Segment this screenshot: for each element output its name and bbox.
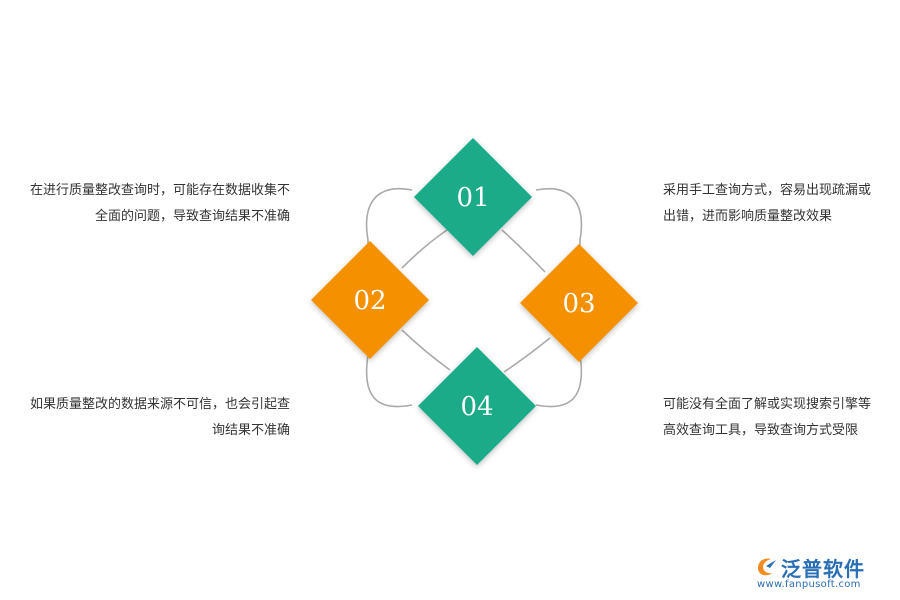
item-04-line-1: 可能没有全面了解或实现搜索引擎等 [663, 397, 872, 412]
connector-inner-top-right [501, 229, 546, 273]
diamond-04-number: 04 [460, 392, 493, 422]
diamond-02-number: 02 [353, 286, 386, 316]
logo-name: 泛普软件 [781, 557, 865, 581]
diamond-03-shape [520, 244, 638, 362]
connector-inner-bottom-left [401, 329, 451, 371]
item-01-line-2: 全面的问题，导致查询结果不准确 [94, 209, 290, 224]
item-03-line-2: 出错，进而影响质量整改效果 [663, 209, 833, 224]
connector-inner-bottom-right [503, 337, 551, 373]
diamond-04-shape [418, 347, 536, 465]
diamond-01-shape [414, 138, 532, 256]
connector-loop-bottom-left [365, 354, 413, 408]
item-02-description: 如果质量整改的数据来源不可信，也会引起查 询结果不准确 [0, 392, 290, 444]
connector-loops [365, 187, 583, 408]
item-04-description: 可能没有全面了解或实现搜索引擎等 高效查询工具，导致查询方式受限 [663, 392, 898, 444]
connector-loop-top-right [535, 187, 583, 246]
diamond-03: 03 [520, 244, 638, 362]
connector-inner-top-left [401, 229, 448, 269]
connector-loop-bottom-right [535, 354, 583, 408]
item-02-line-2: 询结果不准确 [211, 423, 290, 438]
item-02-line-1: 如果质量整改的数据来源不可信，也会引起查 [29, 397, 290, 412]
logo-mark-icon [758, 558, 776, 576]
item-01-line-1: 在进行质量整改查询时，可能存在数据收集不 [29, 183, 290, 198]
diamond-02-shape [311, 241, 429, 359]
item-01-description: 在进行质量整改查询时，可能存在数据收集不 全面的问题，导致查询结果不准确 [0, 178, 290, 230]
item-03-line-1: 采用手工查询方式，容易出现疏漏或 [663, 183, 872, 198]
diamond-01: 01 [414, 138, 532, 256]
diamond-04: 04 [418, 347, 536, 465]
connector-loop-top-left [365, 187, 413, 246]
diamond-02: 02 [311, 241, 429, 359]
fanpusoft-logo: 泛普软件 www.fanpusoft.com [755, 553, 890, 595]
item-04-line-2: 高效查询工具，导致查询方式受限 [663, 423, 859, 438]
item-03-description: 采用手工查询方式，容易出现疏漏或 出错，进而影响质量整改效果 [663, 178, 898, 230]
logo-url: www.fanpusoft.com [757, 579, 861, 590]
diamond-03-number: 03 [562, 289, 595, 319]
diamond-01-number: 01 [456, 183, 489, 213]
